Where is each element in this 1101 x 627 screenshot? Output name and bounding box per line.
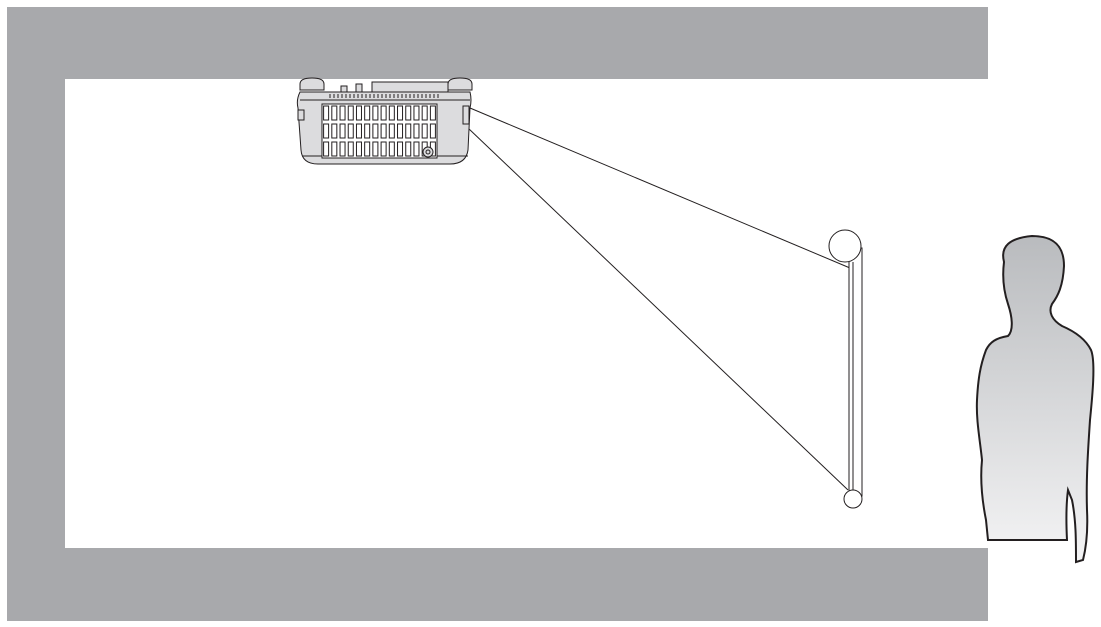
- vent-slot: [355, 105, 362, 121]
- projector-port-inner: [425, 149, 431, 155]
- vent-slot: [355, 123, 362, 139]
- vent-slot: [413, 105, 420, 121]
- viewer-silhouette: [975, 234, 1095, 564]
- vent-slot: [364, 123, 371, 139]
- room-cross-section: [7, 0, 1101, 627]
- vent-slot: [429, 105, 436, 121]
- room-interior: [65, 79, 988, 548]
- vent-slot: [323, 105, 330, 121]
- screen-top-roller: [828, 229, 862, 263]
- ceiling-mounted-projector: [296, 77, 473, 165]
- vent-slot: [331, 141, 338, 157]
- vent-slot: [372, 105, 379, 121]
- vent-slot: [355, 141, 362, 157]
- vent-slot: [323, 141, 330, 157]
- screen-surface: [848, 247, 863, 497]
- projector-top-panel: [371, 81, 449, 93]
- projector-side-knob: [297, 109, 305, 121]
- vent-slot: [397, 123, 404, 139]
- vent-slot: [372, 141, 379, 157]
- projector-button: [340, 85, 348, 93]
- vent-slot: [364, 141, 371, 157]
- vent-slot: [331, 105, 338, 121]
- vent-slot: [413, 141, 420, 157]
- vent-slot: [331, 123, 338, 139]
- vent-grille-frame: [321, 103, 438, 159]
- vent-slot: [339, 141, 346, 157]
- vent-slot: [372, 123, 379, 139]
- vent-slot: [388, 123, 395, 139]
- vent-slot: [397, 141, 404, 157]
- vent-slot: [429, 123, 436, 139]
- vent-slot: [397, 105, 404, 121]
- vent-slot: [380, 141, 387, 157]
- vent-slot: [413, 123, 420, 139]
- vent-slot: [339, 123, 346, 139]
- screen-bottom-bar: [843, 489, 863, 509]
- projector-foot-left: [299, 77, 325, 91]
- projector-button: [355, 83, 363, 93]
- projection-beam: [467, 107, 851, 491]
- vent-slot: [339, 105, 346, 121]
- vent-slot: [405, 141, 412, 157]
- vent-slot: [405, 105, 412, 121]
- projector-top-vents: [329, 94, 439, 98]
- projection-screen: [828, 229, 863, 509]
- projector-foot-right: [447, 77, 473, 91]
- vent-slot: [380, 123, 387, 139]
- vent-slot: [323, 123, 330, 139]
- vent-slot: [347, 105, 354, 121]
- vent-slot: [380, 105, 387, 121]
- vent-slot: [388, 141, 395, 157]
- beam-top-ray: [469, 107, 851, 269]
- vent-slot: [388, 105, 395, 121]
- vent-slot: [347, 123, 354, 139]
- vent-slot: [421, 105, 428, 121]
- vent-slot: [364, 105, 371, 121]
- vent-slot: [421, 123, 428, 139]
- projector-lens-port: [462, 105, 470, 125]
- vent-slot: [347, 141, 354, 157]
- vent-slot: [405, 123, 412, 139]
- projector-vent-grille: [321, 103, 438, 159]
- beam-bottom-ray: [467, 127, 849, 491]
